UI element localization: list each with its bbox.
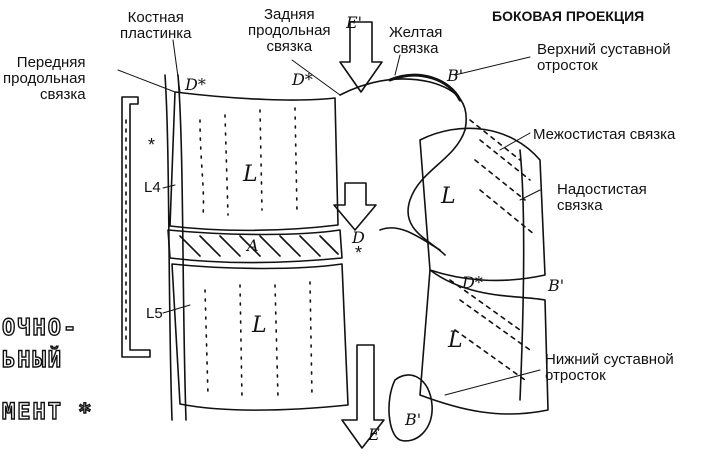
mark-star-anterior: * xyxy=(148,135,155,156)
mark-l-l4: L xyxy=(243,162,258,187)
side-text-line-2: ЬНЫЙ xyxy=(2,348,63,373)
label-inferior-articular-process: Нижний суставной отросток xyxy=(545,352,674,384)
label-bony-plate: Костная пластинка xyxy=(120,10,191,42)
side-text-line-1: ОЧНО- xyxy=(2,316,78,341)
mark-b-prime-top: B' xyxy=(447,66,463,85)
mark-e-bottom: E xyxy=(368,425,380,444)
side-text-line-3: МЕНТ * xyxy=(2,400,93,425)
mark-b-prime-right: B' xyxy=(548,276,564,295)
mark-d-star-top: D* xyxy=(292,70,313,89)
mark-l-posterior-lower: L xyxy=(448,328,463,353)
mark-l-l5: L xyxy=(252,313,267,338)
mark-d-star-right: D* xyxy=(462,273,483,292)
diagram-title: БОКОВАЯ ПРОЕКЦИЯ xyxy=(492,8,644,24)
mark-l-posterior-upper: L xyxy=(441,184,456,209)
label-posterior-longitudinal-ligament: Задняя продольная связка xyxy=(248,7,331,55)
label-interspinous-ligament: Межостистая связка xyxy=(533,127,675,143)
label-yellow-ligament: Желтая связка xyxy=(389,25,442,57)
bony-plate xyxy=(165,75,186,420)
label-l5: L5 xyxy=(146,306,163,322)
mark-a-disc: A xyxy=(247,236,259,255)
mark-star-canal: * xyxy=(355,243,362,264)
mark-d-star-top-left: D* xyxy=(185,75,206,94)
label-superior-articular-process: Верхний суставной отросток xyxy=(537,42,671,74)
label-l4: L4 xyxy=(144,180,161,196)
label-anterior-longitudinal-ligament: Передняя продольная связка xyxy=(3,55,86,103)
mark-b-prime-bottom: B' xyxy=(405,410,421,429)
label-supraspinous-ligament: Надостистая связка xyxy=(557,182,647,214)
mark-e-prime-top: E' xyxy=(346,13,362,32)
posterior-elements xyxy=(340,75,548,441)
